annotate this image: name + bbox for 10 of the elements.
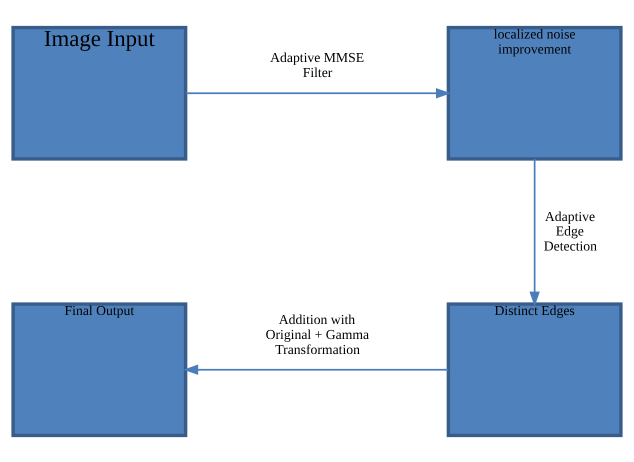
node-box: Final Output [11, 302, 188, 437]
edge-label: Adaptive Edge Detection [544, 208, 597, 253]
node-box: Image Input [11, 25, 188, 160]
node-box: Distinct Edges [446, 302, 623, 437]
edge-label: Adaptive MMSE Filter [270, 49, 364, 80]
arrow [183, 364, 448, 374]
arrow [186, 88, 451, 98]
arrow [529, 158, 540, 306]
node-box: localized noise improvement [446, 25, 623, 160]
edge-label: Addition with Original + Gamma Transformation [266, 312, 370, 356]
